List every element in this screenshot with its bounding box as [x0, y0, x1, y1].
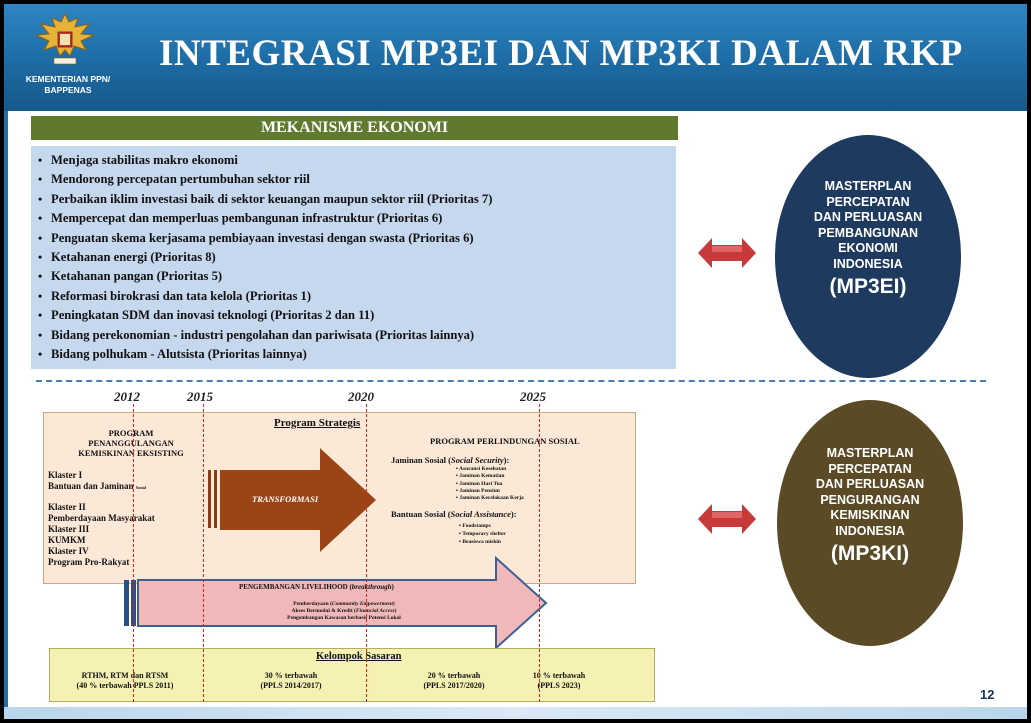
mekanisme-heading: MEKANISME EKONOMI — [31, 116, 678, 140]
list-item: Ketahanan energi (Prioritas 8) — [38, 248, 676, 268]
mp3ki-circle: MASTERPLAN PERCEPATAN DAN PERLUASAN PENG… — [777, 400, 963, 646]
livelihood-details: Pemberdayaan (Community Empowerment) Aks… — [287, 601, 401, 621]
perlindungan-title: PROGRAM PERLINDUNGAN SOSIAL — [430, 436, 580, 446]
header-bar: KEMENTERIAN PPN/ BAPPENAS INTEGRASI MP3E… — [4, 4, 1027, 111]
year-label: 2015 — [187, 389, 213, 404]
year-label: 2012 — [114, 389, 140, 404]
slide: KEMENTERIAN PPN/ BAPPENAS INTEGRASI MP3E… — [4, 4, 1027, 719]
list-item: Reformasi birokrasi dan tata kelola (Pri… — [38, 287, 676, 307]
page-title: INTEGRASI MP3EI DAN MP3KI DALAM RKP — [159, 33, 963, 74]
timeline-marker-2020 — [366, 404, 367, 702]
livelihood-title: PENGEMBANGAN LIVELIHOOD (breakthrough) — [239, 583, 394, 591]
double-arrow-icon — [698, 504, 756, 534]
timeline-marker-2012 — [133, 404, 134, 702]
list-item: Peningkatan SDM dan inovasi teknologi (P… — [38, 306, 676, 326]
sasaran-column: 20 % terbawah(PPLS 2017/2020) — [423, 671, 485, 690]
mekanisme-list: Menjaga stabilitas makro ekonomi Mendoro… — [31, 146, 676, 369]
list-item: Ketahanan pangan (Prioritas 5) — [38, 267, 676, 287]
transformasi-label: TRANSFORMASI — [252, 494, 319, 504]
jaminan-items: ▪ Asuransi Kesehatan ▪ Jaminan Kematian … — [456, 466, 524, 502]
bantuan-items: ▪ Foodstamps ▪ Temporary shelter ▪ Beasi… — [459, 523, 506, 545]
mp3ki-label: (MP3KI) — [830, 542, 910, 565]
program-strategis-title: Program Strategis — [274, 417, 361, 429]
sasaran-column: 10 % terbawah(PPLS 2023) — [532, 671, 586, 690]
year-label: 2020 — [348, 389, 374, 404]
list-item: Bidang polhukam - Alutsista (Prioritas l… — [38, 345, 676, 365]
garuda-emblem-icon — [34, 12, 96, 65]
list-item: Penguatan skema kerjasama pembiayaan inv… — [38, 229, 676, 249]
timeline-marker-2025 — [539, 404, 540, 702]
kelompok-sasaran-box — [49, 648, 655, 702]
transformasi-arrow — [208, 448, 376, 552]
klaster-list: Klaster I Bantuan dan Jaminan Sosial Kla… — [48, 470, 155, 567]
ministry-label: KEMENTERIAN PPN/ BAPPENAS — [25, 74, 111, 95]
section-divider — [36, 380, 986, 382]
jaminan-sosial-label: Jaminan Sosial (Social Security): — [391, 455, 510, 465]
double-arrow-icon — [698, 238, 756, 268]
list-item: Menjaga stabilitas makro ekonomi — [38, 151, 676, 171]
list-item: Mempercepat dan memperluas pembangunan i… — [38, 209, 676, 229]
year-label: 2025 — [520, 389, 546, 404]
mp3ei-label: (MP3EI) — [829, 275, 907, 298]
existing-program-title: PROGRAM PENANGGULANGAN KEMISKINAN EKSIST… — [78, 428, 184, 458]
mp3ei-circle: MASTERPLAN PERCEPATAN DAN PERLUASAN PEMB… — [775, 135, 961, 378]
list-item: Perbaikan iklim investasi baik di sektor… — [38, 190, 676, 210]
timeline-marker-2015 — [203, 404, 204, 702]
sasaran-column: 30 % terbawah(PPLS 2014/2017) — [260, 671, 322, 690]
list-item: Bidang perekonomian - industri pengolaha… — [38, 326, 676, 346]
bantuan-sosial-label: Bantuan Sosial (Social Assistance): — [391, 509, 517, 519]
kelompok-sasaran-title: Kelompok Sasaran — [316, 651, 402, 662]
sasaran-column: RTHM, RTM dan RTSM(40 % terbawah PPLS 20… — [76, 671, 174, 690]
page-number: 12 — [980, 687, 995, 702]
list-item: Mendorong percepatan pertumbuhan sektor … — [38, 170, 676, 190]
